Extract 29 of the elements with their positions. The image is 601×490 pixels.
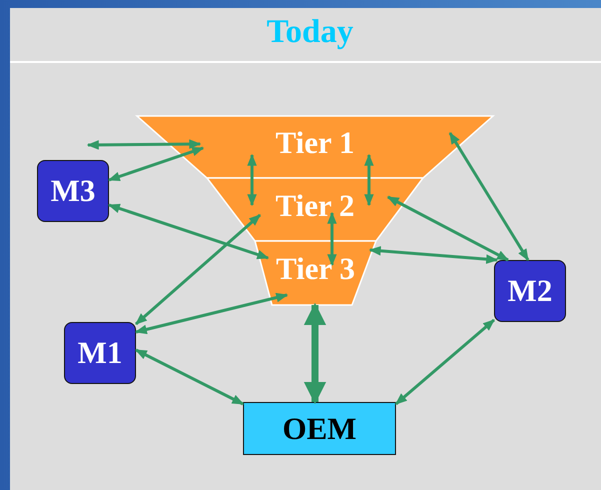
double-arrow bbox=[247, 154, 257, 206]
manufacturer-box bbox=[37, 160, 109, 222]
funnel-tier bbox=[207, 178, 423, 241]
node-label: M3 bbox=[50, 173, 96, 209]
manufacturer-box bbox=[494, 260, 566, 322]
tier-label: Tier 3 bbox=[276, 251, 355, 287]
double-arrow bbox=[134, 292, 288, 334]
title: Today bbox=[266, 14, 354, 51]
double-arrow bbox=[327, 212, 337, 266]
funnel-tier bbox=[255, 241, 376, 305]
double-arrow bbox=[364, 154, 374, 206]
double-arrow bbox=[108, 146, 204, 182]
node-label: M2 bbox=[508, 273, 552, 309]
double-arrow bbox=[304, 302, 326, 404]
double-arrow bbox=[386, 196, 510, 262]
tier-label: Tier 1 bbox=[276, 125, 354, 161]
double-arrow bbox=[395, 318, 495, 406]
double-arrow bbox=[134, 348, 244, 406]
double-arrow bbox=[108, 204, 270, 260]
double-arrow bbox=[448, 132, 530, 262]
manufacturer-box bbox=[64, 322, 136, 384]
double-arrow bbox=[368, 246, 498, 264]
node-label: M1 bbox=[78, 335, 122, 371]
double-arrow bbox=[86, 139, 202, 150]
node-label: OEM bbox=[282, 410, 357, 446]
double-arrow bbox=[135, 214, 261, 326]
oem-box bbox=[243, 402, 396, 455]
funnel-tier bbox=[137, 116, 493, 178]
tier-label: Tier 2 bbox=[276, 188, 354, 224]
